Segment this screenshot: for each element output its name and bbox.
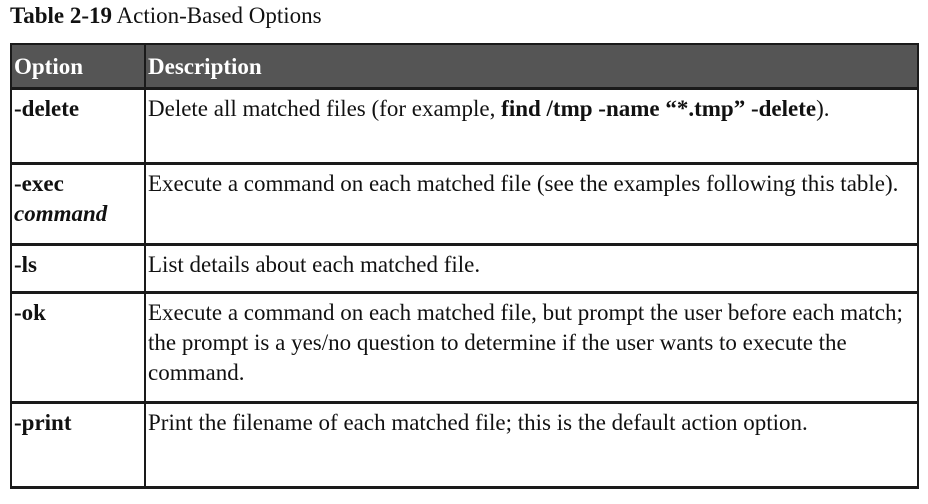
option-name: -ls (14, 251, 37, 277)
header-option: Option (10, 43, 146, 90)
option-cell: -exec command (10, 162, 146, 245)
description-cell: List details about each matched file. (144, 243, 919, 293)
table-row: -delete Delete all matched files (for ex… (10, 87, 919, 164)
description-code: find /tmp -name “*.tmp” -delete (501, 95, 817, 121)
action-options-table: Option Description -delete Delete all ma… (10, 43, 919, 489)
description-text-end: ). (816, 95, 830, 121)
description-cell: Delete all matched files (for example, f… (144, 87, 919, 164)
option-name: -delete (14, 95, 80, 121)
option-name: -exec (14, 170, 64, 196)
option-cell: -print (10, 401, 146, 488)
table-caption: Table 2-19 Action-Based Options (10, 2, 322, 30)
table-header-row: Option Description (10, 43, 919, 90)
option-argument: command (14, 200, 108, 226)
table-row: -print Print the filename of each matche… (10, 401, 919, 488)
table-number: Table 2-19 (10, 3, 113, 28)
description-cell: Execute a command on each matched file (… (144, 162, 919, 245)
option-name: -ok (14, 299, 46, 325)
description-cell: Print the filename of each matched file;… (144, 401, 919, 488)
table-row: -ok Execute a command on each matched fi… (10, 291, 919, 403)
table-title: Action-Based Options (116, 3, 322, 28)
description-cell: Execute a command on each matched file, … (144, 291, 919, 403)
description-text: Delete all matched files (for example, (148, 95, 502, 121)
table-row: -ls List details about each matched file… (10, 243, 919, 293)
table-row: -exec command Execute a command on each m… (10, 162, 919, 245)
option-name: -print (14, 409, 72, 435)
option-cell: -ok (10, 291, 146, 403)
option-cell: -ls (10, 243, 146, 293)
option-cell: -delete (10, 87, 146, 164)
header-description: Description (144, 43, 919, 90)
